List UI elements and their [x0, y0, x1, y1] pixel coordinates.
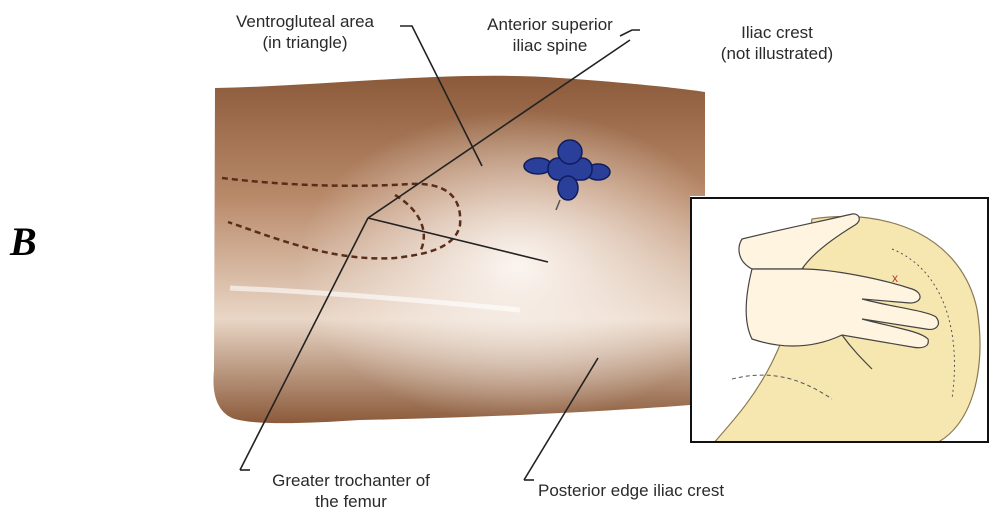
injection-site-marker: x [892, 271, 898, 285]
label-ventrogluteal-area: Ventrogluteal area (in triangle) [200, 11, 410, 53]
label-anterior-superior-iliac-spine: Anterior superior iliac spine [450, 14, 650, 56]
label-iliac-crest: Iliac crest (not illustrated) [692, 22, 862, 64]
hand-placement-inset: x [690, 197, 989, 443]
hand-on-hip-illustration: x [692, 199, 989, 443]
label-greater-trochanter: Greater trochanter of the femur [246, 470, 456, 512]
label-posterior-edge-iliac-crest: Posterior edge iliac crest [538, 480, 724, 501]
